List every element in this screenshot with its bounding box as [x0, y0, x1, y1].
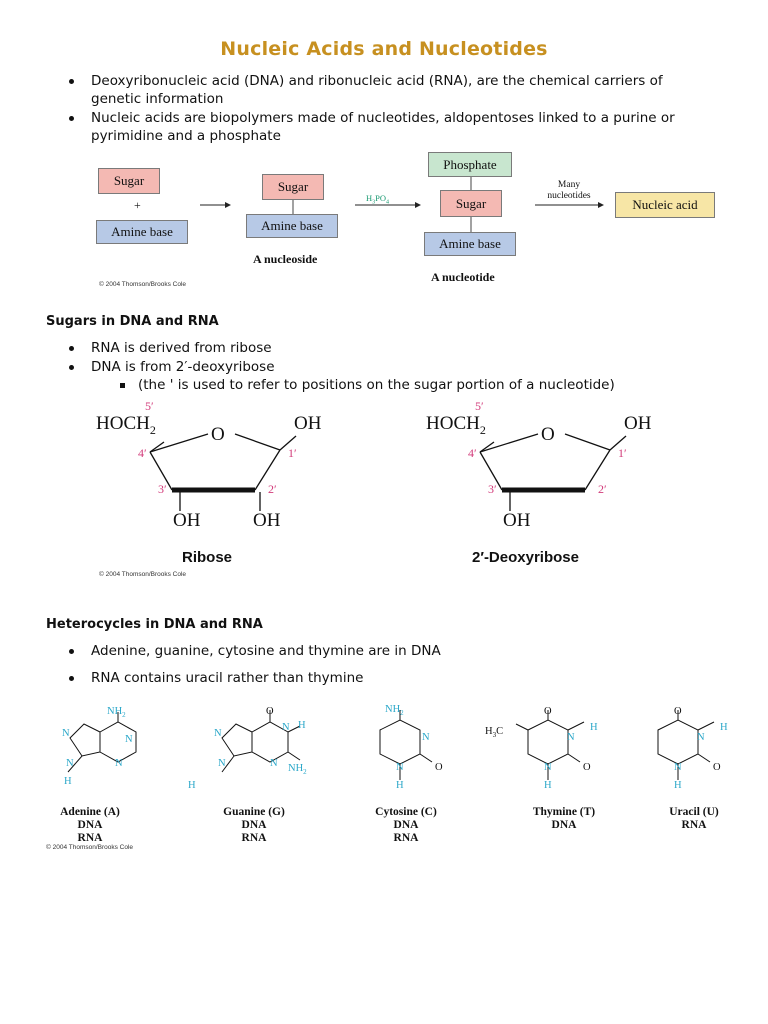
n-atom: N — [66, 758, 74, 769]
nucleic-acid-box: Nucleic acid — [615, 192, 715, 218]
h-atom: H — [298, 720, 306, 731]
oh-label: OH — [294, 413, 322, 434]
bullet-dot — [69, 116, 74, 121]
n-atom: N — [125, 734, 133, 745]
n-atom: N — [567, 732, 575, 743]
sub-bullet-line: (the ' is used to refer to positions on … — [138, 377, 615, 393]
bullet-line: genetic information — [91, 91, 224, 107]
h-atom: H — [544, 780, 552, 791]
n-atom: N — [62, 728, 70, 739]
h3c-label: H3C — [485, 726, 504, 740]
bullet-line: pyrimidine and a phosphate — [91, 128, 281, 144]
h3po4-label: H3PO4 — [366, 193, 390, 206]
oh-label: OH — [253, 510, 281, 531]
position-label: 3′ — [158, 482, 167, 496]
n-atom: N — [544, 762, 552, 773]
position-label: 3′ — [488, 482, 497, 496]
bullet-dot — [69, 365, 74, 370]
bullet-dot — [69, 649, 74, 654]
plus-sign: + — [134, 198, 141, 212]
ring-oxygen-label: O — [541, 424, 555, 445]
sugar-box: Sugar — [262, 174, 324, 200]
n-atom: N — [697, 732, 705, 743]
oh-label: OH — [624, 413, 652, 434]
bullet-dot — [69, 346, 74, 351]
nucleotide-figure: Sugar + Amine base Sugar Amine base A nu… — [90, 150, 720, 290]
nucleoside-caption: A nucleoside — [253, 252, 318, 266]
n-atom: N — [282, 722, 290, 733]
o-atom: O — [674, 706, 682, 717]
h-atom: H — [188, 780, 196, 791]
base-caption-uracil: Uracil (U)RNA — [669, 806, 719, 831]
n-atom: N — [674, 762, 682, 773]
nucleotide-caption: A nucleotide — [431, 270, 495, 284]
nh2-label: NH2 — [107, 706, 126, 720]
amine-base-box: Amine base — [424, 232, 516, 256]
nh2-label: NH2 — [385, 704, 404, 718]
deoxyribose-structure — [479, 433, 627, 511]
bullet-line: Nucleic acids are biopolymers made of nu… — [91, 110, 675, 126]
h-atom: H — [396, 780, 404, 791]
position-label: 5′ — [475, 399, 484, 413]
ribose-caption: Ribose — [182, 549, 233, 566]
ring-oxygen-label: O — [211, 424, 225, 445]
n-atom: N — [396, 762, 404, 773]
sugar-box: Sugar — [98, 168, 160, 194]
bullet-line: RNA is derived from ribose — [91, 340, 272, 356]
position-label: 4′ — [468, 446, 477, 460]
sugar-structures-figure — [149, 433, 627, 511]
heterocycles-heading: Heterocycles in DNA and RNA — [46, 617, 263, 632]
amine-base-box: Amine base — [96, 220, 188, 244]
bases-structures-figure — [67, 710, 715, 780]
n-atom: N — [115, 758, 123, 769]
n-atom: N — [218, 758, 226, 769]
sugars-heading: Sugars in DNA and RNA — [46, 314, 219, 329]
position-label: 5′ — [145, 399, 154, 413]
h-atom: H — [720, 722, 728, 733]
position-label: 2′ — [268, 482, 277, 496]
h-atom: H — [590, 722, 598, 733]
bullet-line: Deoxyribonucleic acid (DNA) and ribonucl… — [91, 73, 663, 89]
copyright-note: © 2004 Thomson/Brooks Cole — [99, 571, 187, 578]
hoch2-label: HOCH2 — [96, 413, 156, 437]
o-atom: O — [713, 762, 721, 773]
bullet-dot — [69, 79, 74, 84]
oh-label: OH — [173, 510, 201, 531]
copyright-note: © 2004 Thomson/Brooks Cole — [46, 844, 134, 851]
nh2-label: NH2 — [288, 763, 307, 777]
deoxyribose-caption: 2′-Deoxyribose — [472, 549, 579, 566]
ribose-structure — [149, 433, 297, 511]
position-label: 1′ — [288, 446, 297, 460]
position-label: 2′ — [598, 482, 607, 496]
bullet-dot — [69, 676, 74, 681]
bullet-line: DNA is from 2′-deoxyribose — [91, 359, 275, 375]
figure-connectors — [200, 177, 604, 232]
sugar-box: Sugar — [440, 190, 502, 217]
n-atom: N — [270, 758, 278, 769]
copyright-note: © 2004 Thomson/Brooks Cole — [99, 281, 187, 288]
position-label: 1′ — [618, 446, 627, 460]
sub-bullet-square — [120, 383, 125, 388]
n-atom: N — [422, 732, 430, 743]
bullet-line: RNA contains uracil rather than thymine — [91, 670, 364, 686]
h-atom: H — [674, 780, 682, 791]
n-atom: N — [214, 728, 222, 739]
position-label: 4′ — [138, 446, 147, 460]
o-atom: O — [266, 706, 274, 717]
amine-base-box: Amine base — [246, 214, 338, 238]
o-atom: O — [583, 762, 591, 773]
page-title: Nucleic Acids and Nucleotides — [220, 38, 548, 60]
base-caption-thymine: Thymine (T)DNA — [532, 806, 596, 831]
oh-label: OH — [503, 510, 531, 531]
o-atom: O — [435, 762, 443, 773]
h-atom: H — [64, 776, 72, 787]
phosphate-box: Phosphate — [428, 152, 512, 177]
many-nucleotides-label: Many nucleotides — [547, 180, 591, 201]
o-atom: O — [544, 706, 552, 717]
hoch2-label: HOCH2 — [426, 413, 486, 437]
bullet-line: Adenine, guanine, cytosine and thymine a… — [91, 643, 441, 659]
